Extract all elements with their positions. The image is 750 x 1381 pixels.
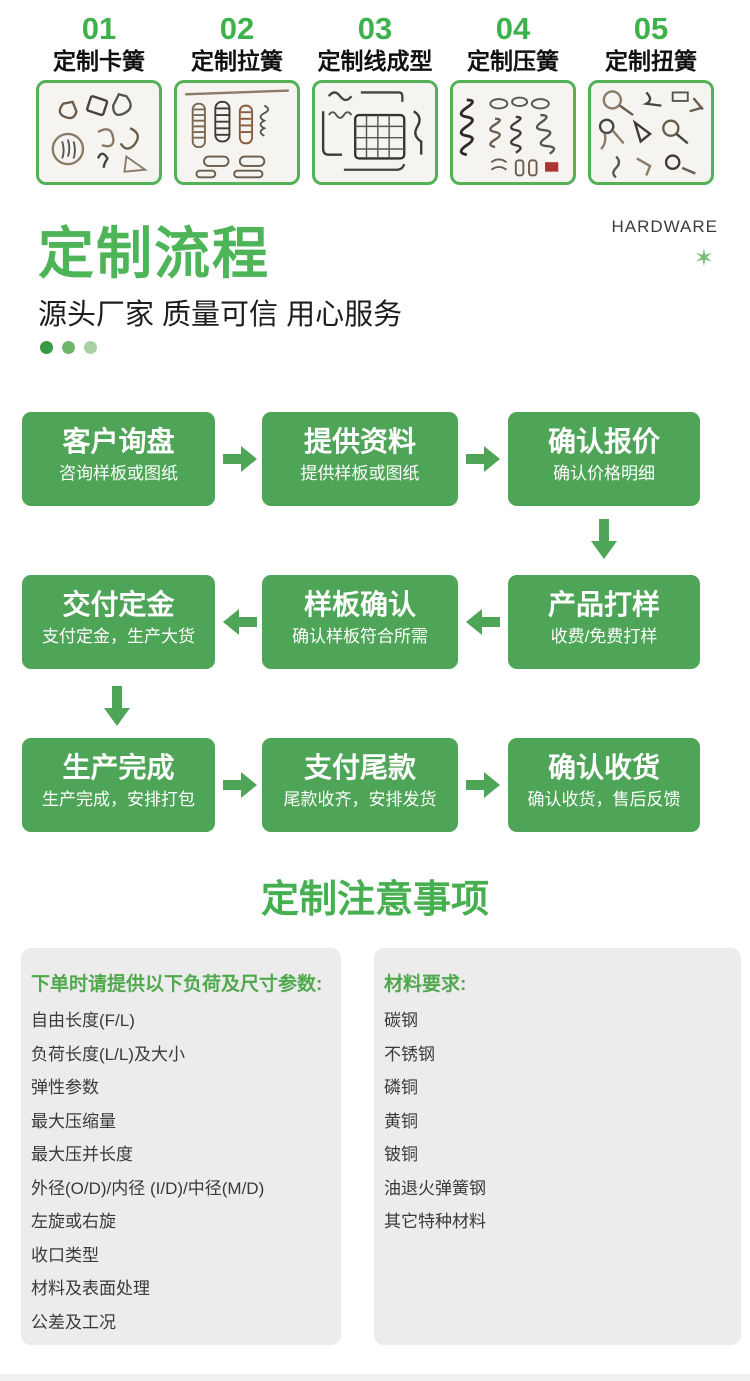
flow-step-7: 生产完成 生产完成，安排打包 xyxy=(22,738,215,832)
list-item: 磷铜 xyxy=(384,1078,418,1097)
arrow-right-icon xyxy=(466,772,500,798)
list-item: 自由长度(F/L) xyxy=(31,1011,135,1030)
parameters-panel-header: 下单时请提供以下负荷及尺寸参数: xyxy=(31,974,323,995)
process-flowchart: 客户询盘 咨询样板或图纸 提供资料 提供样板或图纸 确认报价 确认价格明细 交付… xyxy=(0,400,750,850)
category-wire-forming: 03 定制线成型 xyxy=(312,12,438,185)
flow-step-title: 确认报价 xyxy=(547,426,660,457)
flow-step-9: 确认收货 确认收货，售后反馈 xyxy=(508,738,700,832)
materials-panel: 材料要求: 碳钢 不锈钢 磷铜 黄铜 铍铜 油退火弹簧钢 其它特种材料 xyxy=(374,948,741,1345)
flow-step-title: 支付尾款 xyxy=(303,752,416,783)
flow-step-desc: 确认样板符合所需 xyxy=(292,627,428,646)
list-item: 碳钢 xyxy=(384,1011,418,1030)
category-number: 05 xyxy=(633,11,669,46)
arrow-right-icon xyxy=(466,446,500,472)
flow-step-desc: 支付定金，生产大货 xyxy=(42,627,195,646)
notice-section-title: 定制注意事项 xyxy=(260,879,489,921)
flow-step-title: 产品打样 xyxy=(547,589,660,620)
compression-spring-photo xyxy=(450,80,576,185)
materials-panel-header: 材料要求: xyxy=(384,974,467,995)
category-torsion-spring: 05 定制扭簧 xyxy=(588,12,714,185)
category-circlip: 01 定制卡簧 xyxy=(36,12,162,185)
list-item: 弹性参数 xyxy=(31,1078,99,1097)
circlip-assortment-photo xyxy=(36,80,162,185)
parameters-list: 自由长度(F/L) 负荷长度(L/L)及大小 弹性参数 最大压缩量 最大压并长度… xyxy=(31,1004,333,1339)
list-item: 公差及工况 xyxy=(31,1312,116,1332)
decorative-dots xyxy=(40,341,97,354)
list-item: 材料及表面处理 xyxy=(31,1279,150,1298)
arrow-left-icon xyxy=(223,609,257,635)
category-label: 定制线成型 xyxy=(317,48,433,74)
dot-light xyxy=(84,341,97,354)
materials-list: 碳钢 不锈钢 磷铜 黄铜 铍铜 油退火弹簧钢 其它特种材料 xyxy=(384,1004,733,1239)
category-number: 02 xyxy=(219,11,255,46)
list-item: 最大压并长度 xyxy=(31,1145,133,1164)
flow-step-4: 产品打样 收费/免费打样 xyxy=(508,575,700,669)
hardware-watermark: HARDWARE xyxy=(611,217,718,236)
category-label: 定制拉簧 xyxy=(191,48,283,74)
category-label: 定制扭簧 xyxy=(605,48,697,74)
torsion-spring-photo xyxy=(588,80,714,185)
flow-step-2: 提供资料 提供样板或图纸 xyxy=(262,412,458,506)
sparkle-icon: ✶ xyxy=(693,245,714,272)
list-item: 黄铜 xyxy=(384,1111,418,1131)
arrow-down-icon xyxy=(104,686,130,726)
page-title: 定制流程 xyxy=(38,222,270,285)
flow-step-8: 支付尾款 尾款收齐，安排发货 xyxy=(262,738,458,832)
category-label: 定制卡簧 xyxy=(53,48,145,74)
flow-step-1: 客户询盘 咨询样板或图纸 xyxy=(22,412,215,506)
flow-step-6: 交付定金 支付定金，生产大货 xyxy=(22,575,215,669)
flow-step-title: 确认收货 xyxy=(547,752,660,783)
arrow-down-icon xyxy=(591,519,617,559)
category-label: 定制压簧 xyxy=(467,48,559,74)
category-number: 04 xyxy=(495,11,531,46)
list-item: 最大压缩量 xyxy=(31,1111,116,1131)
flow-step-desc: 生产完成，安排打包 xyxy=(42,790,195,809)
flow-step-5: 样板确认 确认样板符合所需 xyxy=(262,575,458,669)
list-item: 收口类型 xyxy=(31,1245,99,1265)
category-number: 03 xyxy=(357,11,393,46)
flow-step-title: 交付定金 xyxy=(62,589,175,620)
process-intro: 定制流程 HARDWARE ✶ 源头厂家 质量可信 用心服务 xyxy=(0,185,750,385)
arrow-right-icon xyxy=(223,772,257,798)
flow-step-desc: 尾款收齐，安排发货 xyxy=(283,790,437,809)
category-number: 01 xyxy=(81,11,117,46)
list-item: 油退火弹簧钢 xyxy=(384,1178,486,1198)
category-strip: 01 定制卡簧 02 定制拉簧 xyxy=(0,0,750,185)
flow-step-desc: 确认价格明细 xyxy=(553,464,655,483)
extension-spring-photo xyxy=(174,80,300,185)
flow-step-title: 客户询盘 xyxy=(62,426,175,457)
flow-step-desc: 咨询样板或图纸 xyxy=(59,464,178,483)
category-compression-spring: 04 定制压簧 xyxy=(450,12,576,185)
page-bottom-strip xyxy=(0,1374,750,1381)
arrow-right-icon xyxy=(223,446,257,472)
flow-step-desc: 确认收货，售后反馈 xyxy=(527,790,681,809)
parameters-panel: 下单时请提供以下负荷及尺寸参数: 自由长度(F/L) 负荷长度(L/L)及大小 … xyxy=(21,948,341,1345)
list-item: 铍铜 xyxy=(384,1145,418,1164)
flow-step-desc: 收费/免费打样 xyxy=(550,627,658,646)
list-item: 其它特种材料 xyxy=(384,1212,486,1231)
flow-step-title: 样板确认 xyxy=(303,589,416,620)
list-item: 左旋或右旋 xyxy=(31,1212,116,1231)
category-extension-spring: 02 定制拉簧 xyxy=(174,12,300,185)
list-item: 负荷长度(L/L)及大小 xyxy=(31,1044,185,1064)
dot-mid xyxy=(62,341,75,354)
dot-dark xyxy=(40,341,53,354)
flow-step-title: 生产完成 xyxy=(62,752,175,783)
flow-step-3: 确认报价 确认价格明细 xyxy=(508,412,700,506)
list-item: 外径(O/D)/内径 (I/D)/中径(M/D) xyxy=(31,1178,265,1198)
arrow-left-icon xyxy=(466,609,500,635)
wire-forming-photo xyxy=(312,80,438,185)
list-item: 不锈钢 xyxy=(384,1044,435,1064)
intro-subtitle: 源头厂家 质量可信 用心服务 xyxy=(38,299,403,331)
flow-step-desc: 提供样板或图纸 xyxy=(300,464,420,483)
flow-step-title: 提供资料 xyxy=(303,426,416,457)
